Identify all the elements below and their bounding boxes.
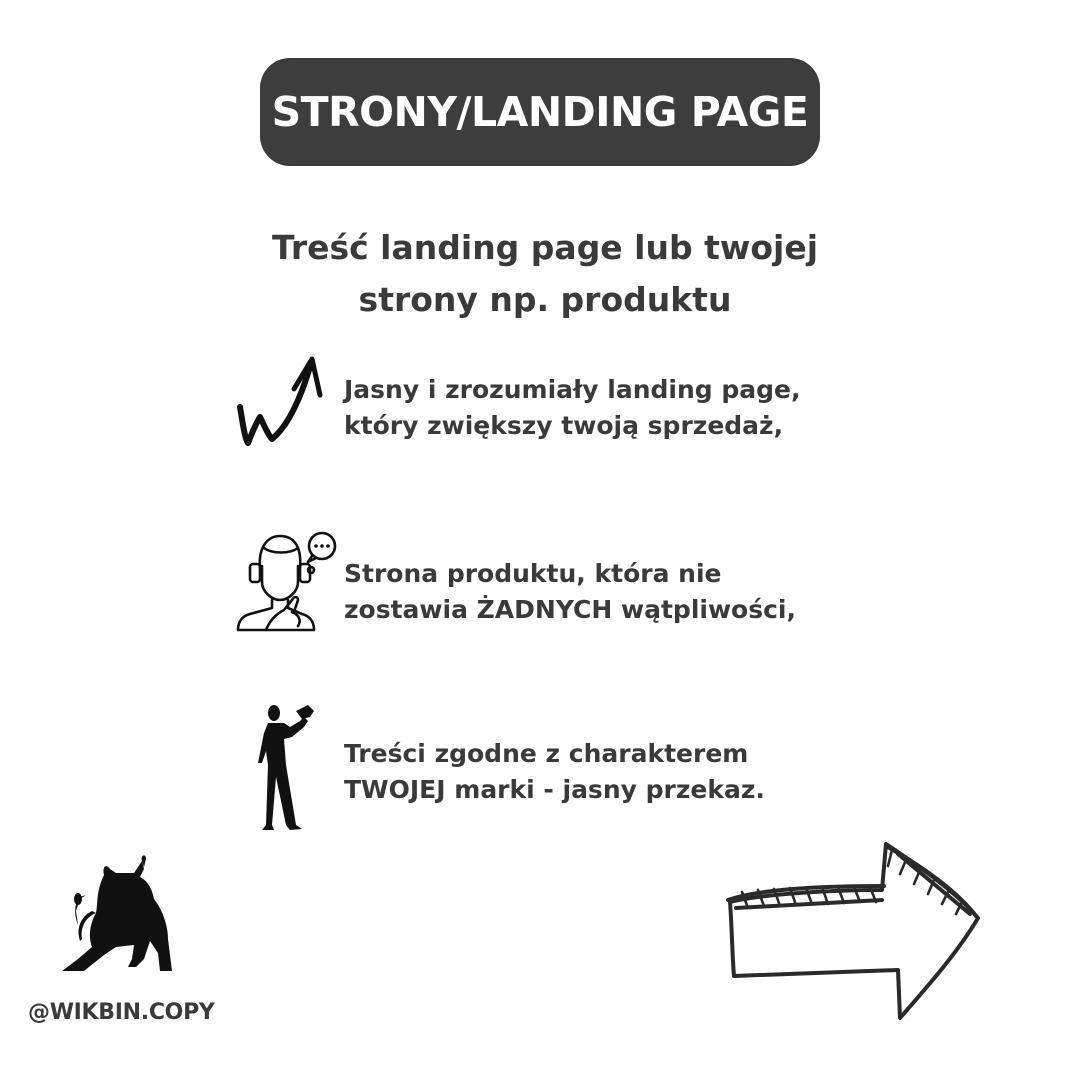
bull-logo-icon — [62, 855, 172, 971]
item-3-line-1: Treści zgodne z charakterem — [344, 739, 749, 768]
item-1-line-2: który zwiększy twoją sprzedaż, — [344, 411, 784, 440]
item-1-line-1: Jasny i zrozumiały landing page, — [344, 375, 801, 404]
page-title: STRONY/LANDING PAGE — [271, 88, 809, 136]
item-text-1: Jasny i zrozumiały landing page, który z… — [344, 372, 801, 444]
item-2-line-2: zostawia ŻADNYCH wątpliwości, — [344, 595, 796, 624]
item-2-line-1: Strona produktu, która nie — [344, 559, 722, 588]
growth-arrow-icon — [237, 356, 323, 446]
item-3-line-2: TWOJEJ marki - jasny przekaz. — [344, 775, 765, 804]
item-text-2: Strona produktu, która nie zostawia ŻADN… — [344, 556, 796, 628]
subtitle: Treść landing page lub twojej strony np.… — [240, 222, 850, 326]
item-text-3: Treści zgodne z charakterem TWOJEJ marki… — [344, 736, 765, 808]
thinking-person-icon — [236, 531, 337, 632]
speaking-person-icon — [258, 705, 314, 830]
next-arrow-icon[interactable] — [722, 836, 984, 1026]
brand-handle: @WIKBIN.COPY — [28, 1000, 215, 1025]
title-banner: STRONY/LANDING PAGE — [260, 58, 820, 166]
subtitle-line-2: strony np. produktu — [358, 280, 732, 319]
subtitle-line-1: Treść landing page lub twojej — [271, 228, 819, 267]
